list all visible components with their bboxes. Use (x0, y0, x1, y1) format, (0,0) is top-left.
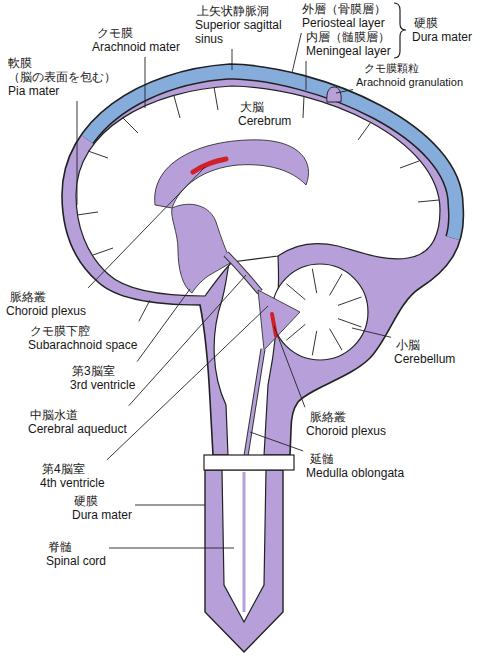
sulcus-line (77, 212, 98, 215)
choroid-plexus (272, 314, 276, 336)
sulcus-line (303, 96, 304, 118)
part-label: Dura mater (412, 30, 472, 44)
part-label: 第3脳室 (72, 364, 115, 378)
leader-line (77, 101, 78, 205)
part-label: 大脳 (240, 100, 264, 114)
folium-line (312, 331, 316, 355)
leader-line (145, 57, 146, 108)
part-label: Periosteal layer (302, 16, 385, 30)
part-label: 硬膜 (74, 494, 98, 508)
part-label: クモ膜 (97, 26, 133, 40)
sulcus-line (358, 122, 371, 140)
folium-line (286, 324, 305, 340)
folium-line (286, 284, 305, 300)
part-label: クモ膜下腔 (30, 324, 90, 338)
part-label: Arachnoid mater (92, 40, 180, 54)
leader-line (352, 328, 391, 337)
part-label: 脈絡叢 (10, 290, 46, 304)
folium-line (330, 329, 342, 351)
leader-line (129, 275, 246, 406)
spinal-cord (222, 470, 266, 622)
sulcus-line (123, 118, 138, 133)
part-label: Choroid plexus (6, 304, 86, 318)
sulcus-line (88, 151, 108, 158)
part-label: 外層（骨膜層） (302, 2, 386, 16)
part-label: 上矢状静脈洞 (197, 4, 269, 18)
part-label: クモ膜顆粒 (364, 62, 419, 75)
part-label: 第4脳室 (42, 462, 85, 476)
part-label: Pia mater (8, 84, 59, 98)
leader-line (139, 300, 150, 321)
leader-line (274, 326, 305, 407)
part-label: 内層（髄膜層） (306, 30, 390, 44)
folium-line (338, 319, 361, 327)
brainstem (214, 255, 278, 456)
sulcus-line (174, 96, 180, 118)
leader-line (250, 432, 303, 451)
leader-line (292, 33, 301, 73)
part-label: Cerebellum (394, 352, 455, 366)
cerebrum (76, 86, 440, 296)
folium-line (312, 269, 316, 293)
leader-line (232, 49, 233, 70)
leader-line (88, 167, 205, 288)
sulcus-line (214, 87, 218, 110)
fourth-ventricle (258, 290, 300, 350)
leader-line (135, 505, 205, 506)
part-label: 硬膜 (414, 16, 438, 30)
aqueduct-outline (226, 254, 260, 292)
part-label: Cerebrum (238, 114, 291, 128)
part-label: 中脳水道 (30, 408, 78, 422)
cerebral-aqueduct (226, 254, 260, 292)
part-label: 軟膜 （脳の表面を包む） (8, 56, 120, 84)
spinal-canal (243, 472, 246, 612)
section-break (204, 455, 294, 470)
choroid-plexus (193, 159, 226, 172)
dura-bracket (394, 3, 406, 58)
part-label: Arachnoid granulation (356, 76, 463, 89)
leader-line (306, 61, 307, 90)
part-label: 3rd ventricle (70, 378, 135, 392)
leader-line (137, 289, 190, 362)
part-label: Choroid plexus (306, 424, 386, 438)
central-canal (246, 349, 263, 456)
part-label: Dura mater (72, 508, 132, 522)
spinal-dura (205, 470, 283, 652)
part-label: Spinal cord (46, 554, 106, 568)
dura-outline (62, 64, 463, 455)
part-label: 4th ventricle (40, 476, 105, 490)
third-ventricle (172, 204, 232, 293)
canal-outline (246, 349, 263, 456)
folium-line (330, 274, 342, 296)
sulcus-line (418, 200, 439, 202)
part-label: 脊髄 (48, 540, 72, 554)
cerebral-sulci (77, 87, 439, 255)
leader-line (109, 548, 234, 549)
arachnoid-granulation (327, 87, 341, 102)
part-label: Cerebral aqueduct (28, 422, 127, 436)
subarachnoid-space (62, 64, 463, 455)
sulcus-line (93, 248, 113, 255)
part-label: Medulla oblongata (306, 466, 404, 480)
part-label: Subarachnoid space (28, 338, 137, 352)
sulcus-line (400, 161, 419, 168)
part-label: 脈絡叢 (310, 410, 346, 424)
folium-line (338, 297, 361, 305)
part-label: Meningeal layer (306, 44, 391, 58)
part-label: 小脳 (396, 338, 420, 352)
part-label: Superior sagittal sinus (195, 18, 295, 46)
lateral-ventricle (155, 140, 309, 208)
part-label: 延髄 (310, 452, 334, 466)
leader-line (336, 90, 353, 93)
